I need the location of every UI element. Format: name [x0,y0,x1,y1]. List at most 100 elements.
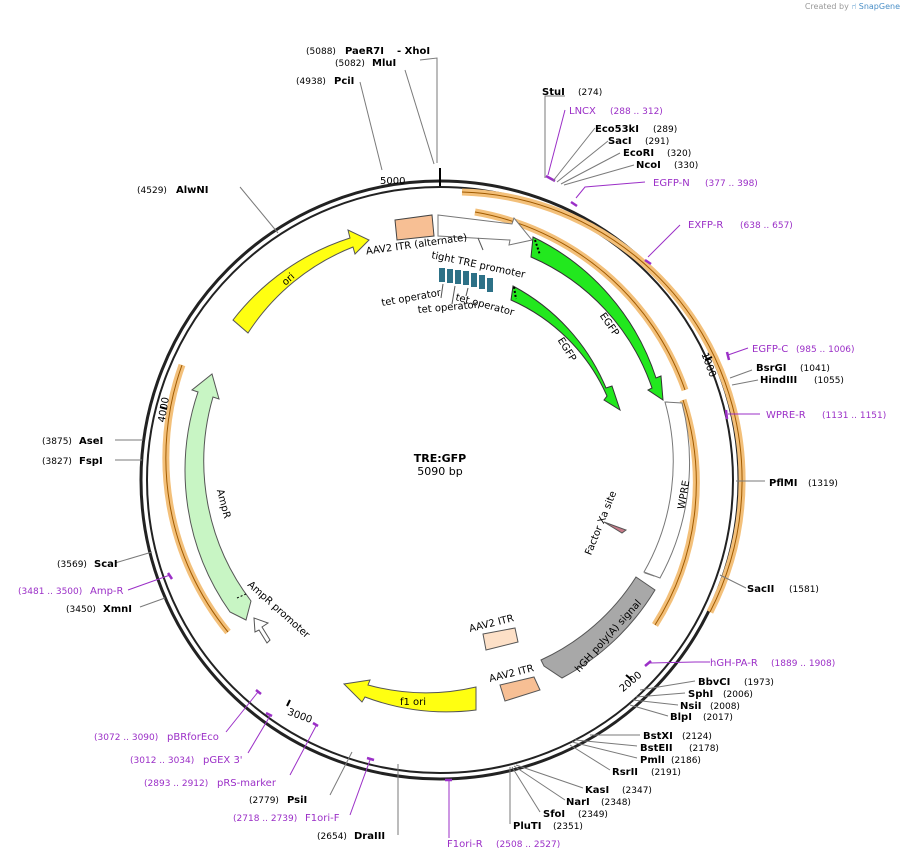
enzyme-pos-saci: (291) [645,137,669,147]
primer-name-amp-r[interactable]: Amp-R [90,586,124,597]
enzyme-pos-draiii: (2654) [317,832,347,842]
feature-egfp-inner[interactable] [510,285,621,412]
enzyme-name-fspi[interactable]: FspI [79,456,103,467]
feature-aav2-itr-alternate[interactable] [394,214,435,241]
primer-name-prs-marker[interactable]: pRS-marker [217,778,277,789]
primer-pos-pgex-3: (3012 .. 3034) [130,756,194,766]
primer-name-exfp-r[interactable]: EXFP-R [688,220,723,231]
snapgene-logo-icon: ⑁ [851,2,857,11]
enzyme-name-asei[interactable]: AseI [79,436,103,447]
feature-factor-xa-site[interactable] [603,521,628,534]
tet-operator-array[interactable] [439,268,493,292]
enzyme-name-kasi[interactable]: KasI [585,785,609,796]
primer-name-egfp-c[interactable]: EGFP-C [752,344,788,355]
feature-ampr-promoter[interactable] [253,617,271,644]
enzyme-name-bsteii[interactable]: BstEII [640,743,673,754]
enzyme-name-pcii[interactable]: PciI [334,76,354,87]
enzyme-name-sphi[interactable]: SphI [688,689,713,700]
primer-pos-egfp-c: (985 .. 1006) [796,345,855,355]
enzyme-pos-pmli: (2186) [671,756,701,766]
primer-name-hgh-pa-r[interactable]: hGH-PA-R [710,658,758,669]
enzyme-name-stui[interactable]: StuI [542,87,565,98]
enzyme-name-blpi[interactable]: BlpI [670,712,692,723]
enzyme-pos-nsii: (2008) [710,702,740,712]
enzyme-name-nsii[interactable]: NsiI [680,701,701,712]
enzyme-name-scai[interactable]: ScaI [94,559,118,570]
enzyme-name-nari[interactable]: NarI [566,797,590,808]
tick-label-2000: 2000 [618,670,645,695]
enzyme-name-paer7i[interactable]: PaeR7I [345,46,384,57]
enzyme-pos-ecori: (320) [667,149,691,159]
enzyme-pos-pflmi: (1319) [808,479,838,489]
enzyme-name-alwni[interactable]: AlwNI [176,185,209,196]
primer-name-egfp-n[interactable]: EGFP-N [653,178,690,189]
enzyme-pos-pluti: (2351) [553,822,583,832]
enzyme-name-psii[interactable]: PsiI [287,795,307,806]
primer-name-pbrforeco[interactable]: pBRforEco [167,732,219,743]
enzyme-pos-nari: (2348) [601,798,631,808]
enzyme-name-rsrii[interactable]: RsrII [612,767,638,778]
primer-name-f1ori-r[interactable]: F1ori-R [447,839,483,850]
enzyme-name-xhoi[interactable]: - XhoI [397,46,430,57]
primer-pos-f1ori-f: (2718 .. 2739) [233,814,297,824]
enzyme-pos-sacii: (1581) [789,585,819,595]
enzyme-pos-asei: (3875) [42,437,72,447]
enzyme-name-bstxi[interactable]: BstXI [643,731,673,742]
feature-label-ampr: AmpR [214,488,232,520]
enzyme-name-sacii[interactable]: SacII [747,584,774,595]
enzyme-pos-kasi: (2347) [622,786,652,796]
primer-leader-lines [127,109,760,838]
enzyme-name-bsrgi[interactable]: BsrGI [756,363,786,374]
primer-pos-pbrforeco: (3072 .. 3090) [94,733,158,743]
feature-aav2-itr-orange[interactable] [499,676,541,702]
primer-name-wpre-r[interactable]: WPRE-R [766,410,806,421]
feature-ampr[interactable] [184,373,252,621]
primer-pos-egfp-n: (377 .. 398) [705,179,758,189]
feature-hgh-polya-signal[interactable] [540,576,656,679]
feature-tight-tre-promoter[interactable] [437,214,533,246]
primer-pos-f1ori-r: (2508 .. 2527) [496,840,560,850]
enzyme-name-saci[interactable]: SacI [608,136,632,147]
enzyme-name-hindiii[interactable]: HindIII [760,375,797,386]
enzyme-name-mlui[interactable]: MluI [372,58,396,69]
enzyme-name-draiii[interactable]: DraIII [354,831,385,842]
primer-name-lncx[interactable]: LNCX [569,106,596,117]
primer-name-f1ori-f[interactable]: F1ori-F [305,813,340,824]
primer-pos-prs-marker: (2893 .. 2912) [144,779,208,789]
enzyme-name-xmni[interactable]: XmnI [103,604,132,615]
enzyme-name-eco53ki[interactable]: Eco53kI [595,124,639,135]
feature-aav2-itr-light[interactable] [482,627,519,651]
enzyme-name-ncoi[interactable]: NcoI [636,160,661,171]
feature-ori[interactable] [232,229,370,334]
enzyme-pos-bbvci: (1973) [744,678,774,688]
enzyme-pos-blpi: (2017) [703,713,733,723]
feature-egfp-outer[interactable] [530,236,664,401]
primer-name-pgex-3[interactable]: pGEX 3' [203,755,243,766]
enzyme-pos-psii: (2779) [249,796,279,806]
enzyme-name-ecori[interactable]: EcoRI [623,148,654,159]
tick-label-4000: 4000 [157,396,172,423]
feature-wpre[interactable] [643,401,690,579]
enzyme-labels: (5088) PaeR7I - XhoI (5082) MluI (4938) … [42,46,844,842]
enzyme-name-pflmi[interactable]: PflMI [769,478,797,489]
primer-pos-wpre-r: (1131 .. 1151) [822,411,886,421]
enzyme-pos-ncoi: (330) [674,161,698,171]
feature-label-wpre: WPRE [676,480,692,511]
enzyme-name-sfoi[interactable]: SfoI [543,809,565,820]
tick-label-5000: 5000 [380,176,405,187]
feature-label-factor-xa-site: Factor Xa site [583,490,619,557]
enzyme-name-pluti[interactable]: PluTI [513,821,541,832]
feature-f1-ori[interactable] [342,679,477,713]
enzyme-pos-pcii: (4938) [296,77,326,87]
plasmid-name: TRE:GFP [414,452,467,465]
enzyme-pos-sphi: (2006) [723,690,753,700]
primer-pos-exfp-r: (638 .. 657) [740,221,793,231]
enzyme-name-pmli[interactable]: PmlI [640,755,665,766]
plasmid-size: 5090 bp [417,465,462,478]
primer-pos-amp-r: (3481 .. 3500) [18,587,82,597]
enzyme-leader-lines [114,57,765,835]
enzyme-name-bbvci[interactable]: BbvCI [698,677,730,688]
enzyme-pos-eco53ki: (289) [653,125,677,135]
enzyme-pos-sfoi: (2349) [578,810,608,820]
